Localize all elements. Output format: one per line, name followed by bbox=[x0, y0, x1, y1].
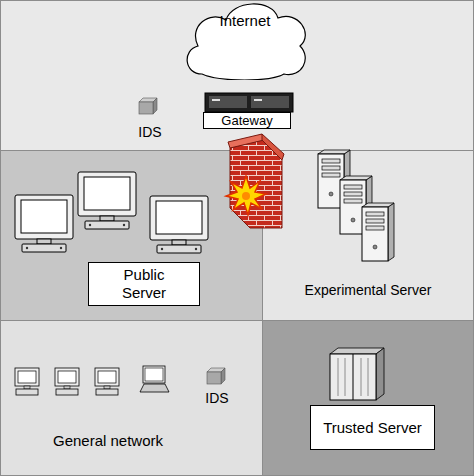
shape-part bbox=[212, 99, 220, 101]
workstation-monitor bbox=[15, 195, 73, 252]
explosion-core bbox=[242, 192, 250, 200]
ids-device bbox=[139, 98, 157, 114]
desktop-pc bbox=[15, 368, 39, 395]
shape-part bbox=[376, 348, 384, 400]
shape-part bbox=[361, 358, 362, 396]
shape-part bbox=[254, 99, 262, 101]
device-label: IDS bbox=[205, 390, 228, 406]
shape-part bbox=[338, 358, 339, 396]
cloud-node: Internet bbox=[180, 0, 310, 80]
shape-part bbox=[345, 358, 346, 396]
shape-part bbox=[205, 93, 293, 112]
node-text: Internet bbox=[220, 12, 271, 30]
explosion-burst bbox=[226, 176, 266, 215]
shape-part bbox=[209, 96, 247, 108]
public-zone bbox=[0, 150, 262, 320]
node-text: Public Server bbox=[105, 266, 183, 302]
zone-region: Experimental Server bbox=[262, 150, 474, 320]
node-text: General network bbox=[53, 432, 163, 450]
internet-zone bbox=[0, 0, 474, 150]
shape-part bbox=[0, 320, 474, 321]
shape-part bbox=[353, 354, 354, 400]
trusted-zone bbox=[262, 320, 474, 476]
tower-server bbox=[362, 203, 394, 261]
shape-part bbox=[330, 354, 376, 400]
general-zone bbox=[0, 320, 262, 476]
ids-device bbox=[207, 368, 225, 384]
shape-part bbox=[330, 348, 384, 354]
cloud-outline bbox=[187, 4, 305, 80]
gateway-box: Gateway bbox=[203, 112, 291, 129]
desktop-pc bbox=[95, 368, 119, 395]
device-label: IDS bbox=[138, 124, 161, 140]
shape-part bbox=[251, 96, 289, 108]
node-text: Trusted Server bbox=[323, 419, 422, 437]
shape-part bbox=[262, 134, 284, 160]
workstation-monitor bbox=[150, 196, 208, 253]
shape-part bbox=[228, 134, 264, 148]
desktop-pc bbox=[55, 368, 79, 395]
node-text: Gateway bbox=[221, 113, 272, 129]
experimental-zone bbox=[262, 150, 474, 320]
firewall-wall bbox=[228, 134, 284, 228]
gateway-device bbox=[205, 93, 293, 112]
workstation-monitor bbox=[78, 172, 136, 229]
server-box: Public Server bbox=[88, 262, 200, 306]
server-box: Trusted Server bbox=[310, 405, 435, 450]
rack-server bbox=[330, 348, 384, 400]
node-text: Experimental Server bbox=[305, 282, 432, 299]
shape-part bbox=[368, 358, 369, 396]
laptop-pc bbox=[140, 366, 169, 392]
